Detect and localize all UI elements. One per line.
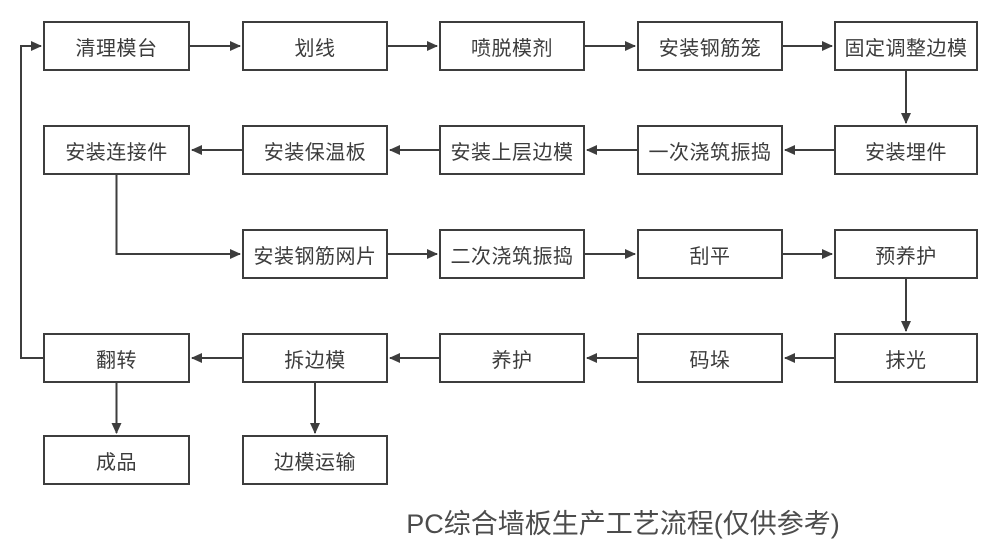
flow-node-trowel-polish: 抹光 (834, 333, 978, 383)
connector (20, 41, 43, 359)
flow-node-install-embedded-parts: 安装埋件 (834, 125, 978, 175)
flow-node-remove-side-molds: 拆边模 (242, 333, 388, 383)
flow-node-first-pour-vibrate: 一次浇筑振捣 (637, 125, 783, 175)
flow-node-install-rebar-mesh: 安装钢筋网片 (242, 229, 388, 279)
flow-node-install-insulation-board: 安装保温板 (242, 125, 388, 175)
flow-node-flip: 翻转 (43, 333, 190, 383)
flow-node-finished-product: 成品 (43, 435, 190, 485)
connector (115, 175, 241, 259)
flow-node-install-connectors: 安装连接件 (43, 125, 190, 175)
flow-node-stacking: 码垛 (637, 333, 783, 383)
flow-node-spray-release-agent: 喷脱模剂 (439, 21, 585, 71)
flow-node-second-pour-vibrate: 二次浇筑振捣 (439, 229, 585, 279)
flow-node-marking-lines: 划线 (242, 21, 388, 71)
flow-node-fix-adjust-side-molds: 固定调整边模 (834, 21, 978, 71)
flow-node-clean-mold-table: 清理模台 (43, 21, 190, 71)
flow-node-side-mold-transport: 边模运输 (242, 435, 388, 485)
flow-node-install-upper-side-mold: 安装上层边模 (439, 125, 585, 175)
diagram-title: PC综合墙板生产工艺流程(仅供参考) (406, 509, 840, 539)
flow-node-curing: 养护 (439, 333, 585, 383)
flow-node-screed-flat: 刮平 (637, 229, 783, 279)
flow-node-pre-curing: 预养护 (834, 229, 978, 279)
flow-node-install-rebar-cage: 安装钢筋笼 (637, 21, 783, 71)
